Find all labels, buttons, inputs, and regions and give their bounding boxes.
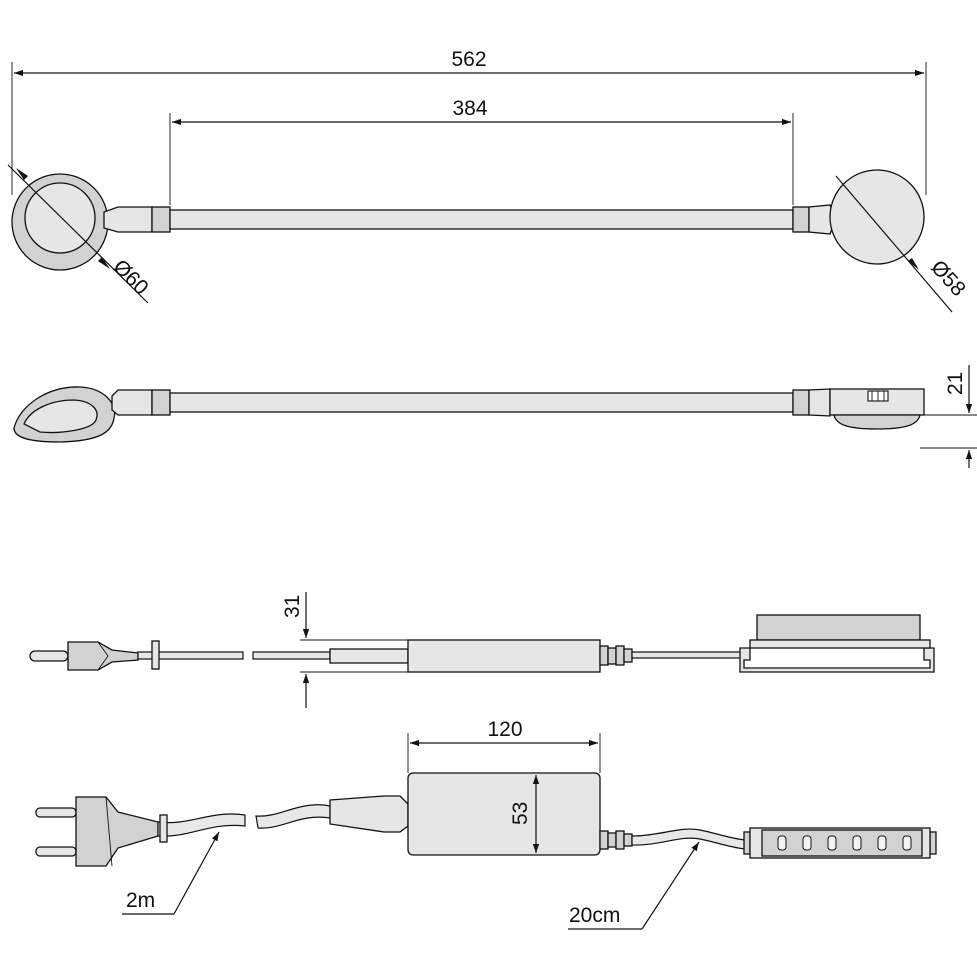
led-icons (777, 835, 912, 851)
output-strain-relief-top (623, 833, 633, 847)
cable-clip-side (151, 640, 160, 670)
led-bar-top-side (756, 614, 921, 641)
lamp-side-view: 21 (13, 365, 977, 468)
lamp-collar-right (792, 206, 810, 233)
plug-body-side (67, 641, 139, 671)
transformer-box-side (407, 639, 601, 673)
lamp-neck-left-side (111, 389, 153, 416)
plug-pin-bottom (35, 846, 77, 857)
cable-height-label: 31 (281, 595, 304, 618)
lamp-head-left-side-top (23, 399, 98, 434)
transformer-length-label: 120 (487, 718, 522, 741)
plug-pin-side (29, 650, 69, 662)
head-right-diameter-label: Ø58 (926, 256, 970, 301)
overall-length-label: 562 (451, 48, 486, 71)
lamp-top-view: 562 384 Ø60 Ø58 (7, 48, 970, 313)
power-cable-top-b (255, 804, 331, 829)
plug-body-top (75, 796, 159, 867)
side-height-label: 21 (944, 372, 967, 395)
output-strain-relief-side (623, 648, 633, 663)
output-cable-top (631, 828, 759, 850)
power-cable-side-b (252, 651, 331, 660)
lamp-collar-right-side (792, 389, 810, 416)
transformer-top-view: 120 53 (35, 718, 937, 930)
output-cable-side (631, 651, 743, 659)
diameter-leader-right (835, 175, 953, 313)
diameter-leader-left (7, 164, 149, 304)
lamp-head-left-inner (24, 182, 96, 254)
led-bar-base-side (739, 647, 935, 673)
lamp-neck-right-side (808, 388, 831, 417)
power-cable-top-a (157, 813, 246, 837)
plug-pin-top (35, 807, 77, 818)
lamp-collar-left (151, 206, 171, 233)
transformer-side-view: 31 (29, 592, 935, 708)
lamp-arm-side (169, 392, 794, 413)
transformer-box-top (407, 772, 601, 856)
power-cable-length-label: 2m (126, 889, 155, 912)
strain-relief-side (329, 648, 409, 664)
head-left-diameter-label: Ø60 (108, 255, 152, 299)
lamp-head-right-lens (833, 414, 921, 430)
lamp-collar-left-side (151, 389, 171, 416)
cable-clip-top (159, 814, 168, 843)
arm-length-label: 384 (452, 97, 487, 120)
lamp-head-right (829, 169, 925, 265)
power-cable-side-a (137, 651, 244, 660)
transformer-height-label: 53 (509, 802, 532, 825)
strain-relief-top (329, 795, 409, 833)
power-cable-leader (173, 831, 220, 915)
lamp-arm (169, 209, 794, 230)
led-strip (761, 829, 923, 857)
lamp-neck-left (103, 206, 153, 233)
output-cable-length-label: 20cm (569, 904, 620, 927)
output-cable-leader (641, 841, 700, 930)
